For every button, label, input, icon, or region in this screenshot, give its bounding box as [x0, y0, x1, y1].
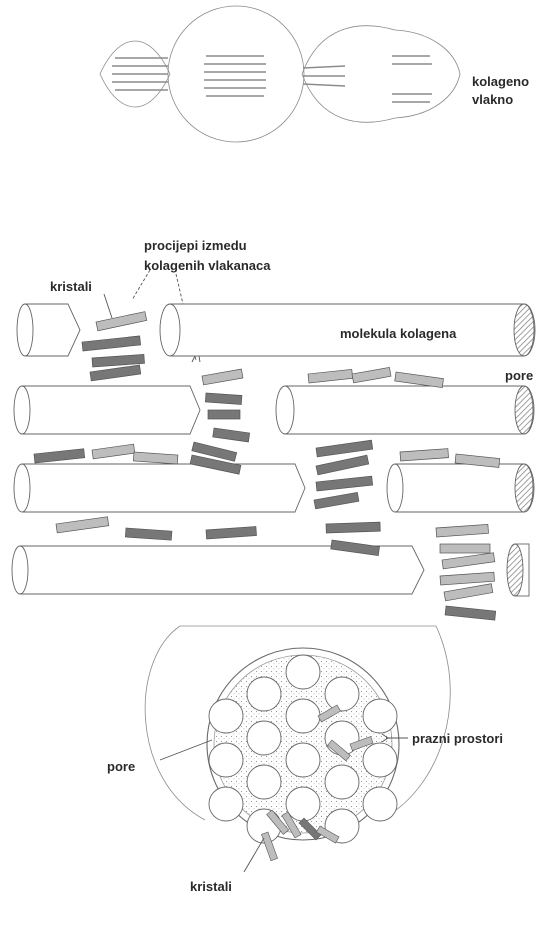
crystal-plate	[92, 444, 135, 459]
molecule-cross-section	[286, 743, 320, 777]
collagen-molecule	[14, 386, 200, 434]
pore-label-top: pore	[505, 368, 533, 383]
gaps-label-line1: procijepi izmedu	[144, 238, 247, 253]
crystal-plate	[208, 410, 240, 419]
crystal-plate	[444, 584, 493, 601]
collagen-molecule	[276, 386, 534, 434]
fiber-striations	[112, 56, 432, 102]
crystal-plate	[316, 440, 373, 457]
molecule-cross-section	[286, 699, 320, 733]
crystal-plate	[400, 449, 449, 461]
fiber-cross-section	[145, 626, 450, 861]
crystal-plate	[316, 476, 373, 491]
molecule-cross-section	[363, 787, 397, 821]
molecule-cross-section	[247, 765, 281, 799]
pore-label-bottom: pore	[107, 759, 135, 774]
fiber-label-line2: vlakno	[472, 92, 513, 107]
crystal-plate	[442, 553, 495, 569]
crystal-plate	[205, 393, 242, 404]
molecule-cross-section	[209, 699, 243, 733]
crystal-plate	[316, 455, 369, 475]
crystal-plate	[92, 354, 145, 367]
crystal-plate	[352, 367, 391, 382]
crystal-plate	[440, 572, 494, 585]
crystal-plate	[308, 369, 353, 383]
crystal-plate	[125, 528, 172, 540]
molecule-cross-section	[286, 787, 320, 821]
molecule-cross-section	[209, 743, 243, 777]
crystal-plate	[436, 524, 489, 537]
molecule-cross-section	[209, 787, 243, 821]
crystal-plate	[314, 492, 359, 509]
gaps-label-line2: kolagenih vlakanaca	[144, 258, 271, 273]
collagen-molecule	[507, 544, 529, 596]
crystal-plate	[133, 452, 178, 464]
molecule-cross-section	[325, 765, 359, 799]
molecule-label: molekula kolagena	[340, 326, 457, 341]
crystals-label-bottom: kristali	[190, 879, 232, 894]
crystal-plate	[96, 312, 147, 331]
crystal-plate	[440, 544, 490, 553]
crystal-plate	[213, 428, 250, 442]
crystal-plate	[202, 369, 243, 385]
empty-spaces-label: prazni prostori	[412, 731, 503, 746]
molecule-cross-section	[286, 655, 320, 689]
molecule-cross-section	[325, 677, 359, 711]
molecule-cross-section	[363, 699, 397, 733]
collagen-molecule	[17, 304, 80, 356]
crystal-plate	[395, 372, 444, 388]
crystal-plate	[82, 336, 141, 351]
collagen-fiber	[100, 6, 460, 142]
collagen-molecule	[387, 464, 534, 512]
crystals-label-top: kristali	[50, 279, 92, 294]
crystal-plate	[326, 522, 380, 533]
crystal-plate	[90, 365, 141, 381]
crystal-plate	[206, 527, 257, 539]
crystal-plate	[56, 517, 109, 533]
molecule-cross-section	[363, 743, 397, 777]
collagen-molecule	[14, 464, 305, 512]
molecule-cross-section	[247, 677, 281, 711]
crystal-plate	[34, 449, 85, 463]
fiber-label-line1: kolageno	[472, 74, 529, 89]
molecule-cross-section	[247, 721, 281, 755]
crystal-plate	[445, 606, 496, 620]
